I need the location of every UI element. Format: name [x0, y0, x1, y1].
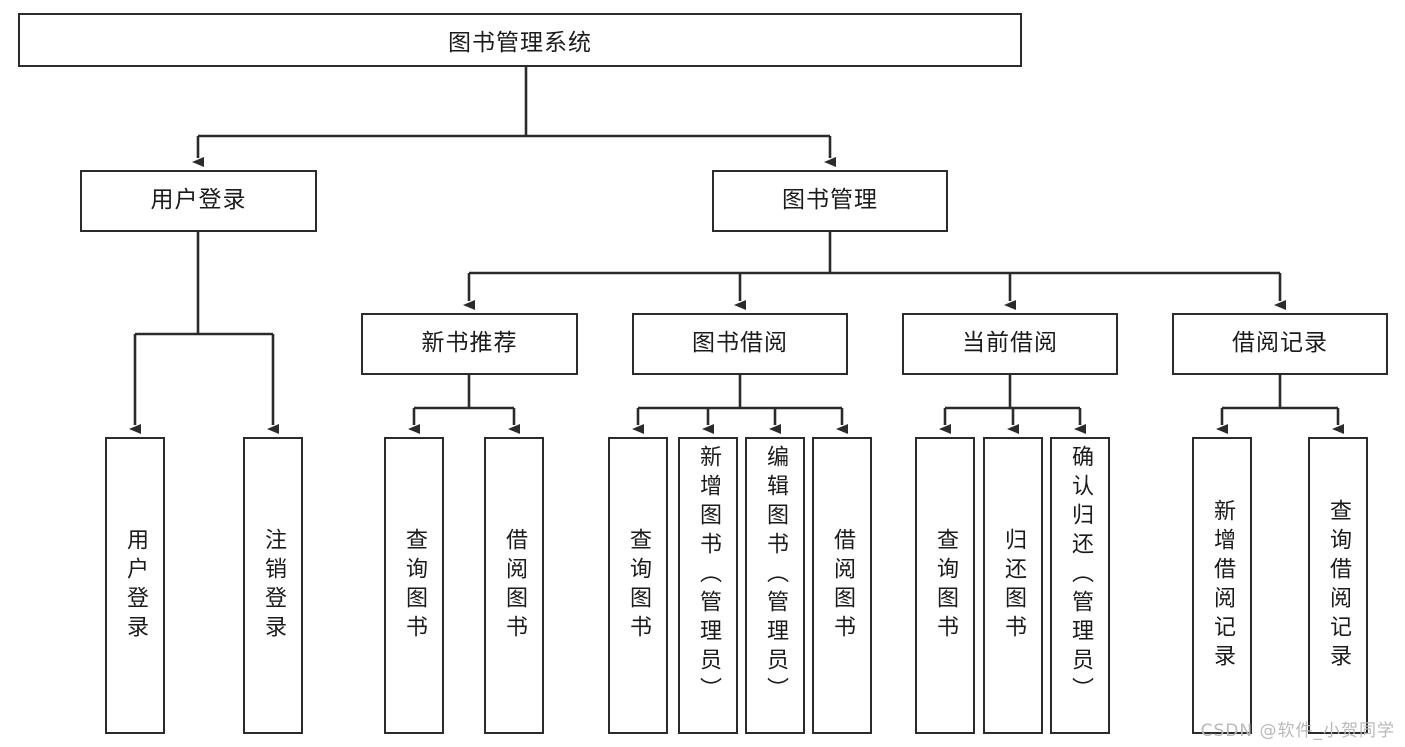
leaf-label: 新增借阅记录: [1210, 498, 1235, 673]
leaf-borrow-edit-book-admin[interactable]: 编辑图书（管理员）: [745, 437, 805, 734]
leaf-label: 编辑图书（管理员）: [763, 445, 788, 706]
leaf-label: 借阅图书: [502, 527, 527, 644]
leaf-label: 新增图书（管理员）: [696, 445, 721, 706]
leaf-recommend-borrow-book[interactable]: 借阅图书: [484, 437, 544, 734]
leaf-current-return-book[interactable]: 归还图书: [983, 437, 1043, 734]
node-book-borrow-label: 图书借阅: [692, 330, 788, 357]
node-book-borrow[interactable]: 图书借阅: [632, 313, 848, 375]
node-borrow-record-label: 借阅记录: [1232, 330, 1328, 357]
leaf-record-query-record[interactable]: 查询借阅记录: [1308, 437, 1368, 734]
node-user-login[interactable]: 用户登录: [80, 170, 317, 232]
leaf-label: 确认归还（管理员）: [1068, 445, 1093, 706]
leaf-current-query-book[interactable]: 查询图书: [915, 437, 975, 734]
leaf-label: 查询图书: [402, 527, 427, 644]
leaf-user-login-login[interactable]: 用户登录: [105, 437, 165, 734]
leaf-label: 查询图书: [626, 527, 651, 644]
leaf-label: 借阅图书: [830, 527, 855, 644]
leaf-record-add-record[interactable]: 新增借阅记录: [1192, 437, 1252, 734]
node-new-book-recommend[interactable]: 新书推荐: [361, 313, 578, 375]
node-root-system[interactable]: 图书管理系统: [18, 13, 1022, 67]
leaf-label: 归还图书: [1001, 527, 1026, 644]
leaf-label: 注销登录: [261, 527, 286, 644]
node-book-management[interactable]: 图书管理: [712, 170, 948, 232]
leaf-user-login-logout[interactable]: 注销登录: [243, 437, 303, 734]
leaf-label: 查询图书: [933, 527, 958, 644]
leaf-label: 查询借阅记录: [1326, 498, 1351, 673]
leaf-borrow-borrow-book[interactable]: 借阅图书: [812, 437, 872, 734]
leaf-recommend-query-book[interactable]: 查询图书: [384, 437, 444, 734]
node-book-management-label: 图书管理: [782, 187, 878, 214]
node-user-login-label: 用户登录: [150, 187, 247, 214]
node-root-label: 图书管理系统: [448, 30, 592, 56]
leaf-borrow-add-book-admin[interactable]: 新增图书（管理员）: [678, 437, 738, 734]
node-borrow-record[interactable]: 借阅记录: [1172, 313, 1388, 375]
node-current-borrow-label: 当前借阅: [962, 330, 1058, 357]
leaf-borrow-query-book[interactable]: 查询图书: [608, 437, 668, 734]
node-current-borrow[interactable]: 当前借阅: [902, 313, 1118, 375]
node-new-book-recommend-label: 新书推荐: [421, 330, 518, 357]
leaf-label: 用户登录: [123, 527, 148, 644]
csdn-watermark: CSDN @软件_小贺同学: [1200, 721, 1395, 741]
leaf-current-confirm-return-admin[interactable]: 确认归还（管理员）: [1050, 437, 1110, 734]
